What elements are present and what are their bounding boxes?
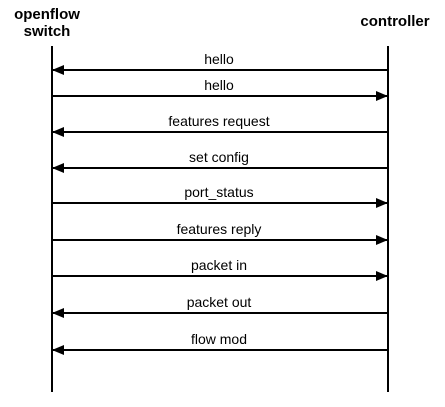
message-label: set config xyxy=(189,149,249,165)
message-label: features request xyxy=(168,113,269,129)
openflow-switch-label-line1: openflow xyxy=(14,6,80,23)
message-6: features reply xyxy=(53,221,388,245)
message-label: flow mod xyxy=(191,331,247,347)
controller-label: controller xyxy=(360,13,430,30)
message-label: hello xyxy=(204,77,234,93)
message-7: packet in xyxy=(53,257,388,281)
message-1: hello xyxy=(52,51,387,75)
message-5: port_status xyxy=(53,184,388,208)
message-2: hello xyxy=(53,77,388,101)
message-label: packet out xyxy=(187,294,252,310)
message-label: hello xyxy=(204,51,234,67)
openflow-switch-label-line2: switch xyxy=(23,23,71,40)
message-8: packet out xyxy=(52,294,387,318)
message-label: packet in xyxy=(191,257,247,273)
openflow-switch-label: openflow switch xyxy=(2,6,92,40)
message-9: flow mod xyxy=(52,331,387,355)
messages-layer: hello hello features request set config port… xyxy=(52,51,388,355)
message-label: features reply xyxy=(177,221,262,237)
message-4: set config xyxy=(52,149,387,173)
message-3: features request xyxy=(52,113,387,137)
message-label: port_status xyxy=(184,184,253,200)
